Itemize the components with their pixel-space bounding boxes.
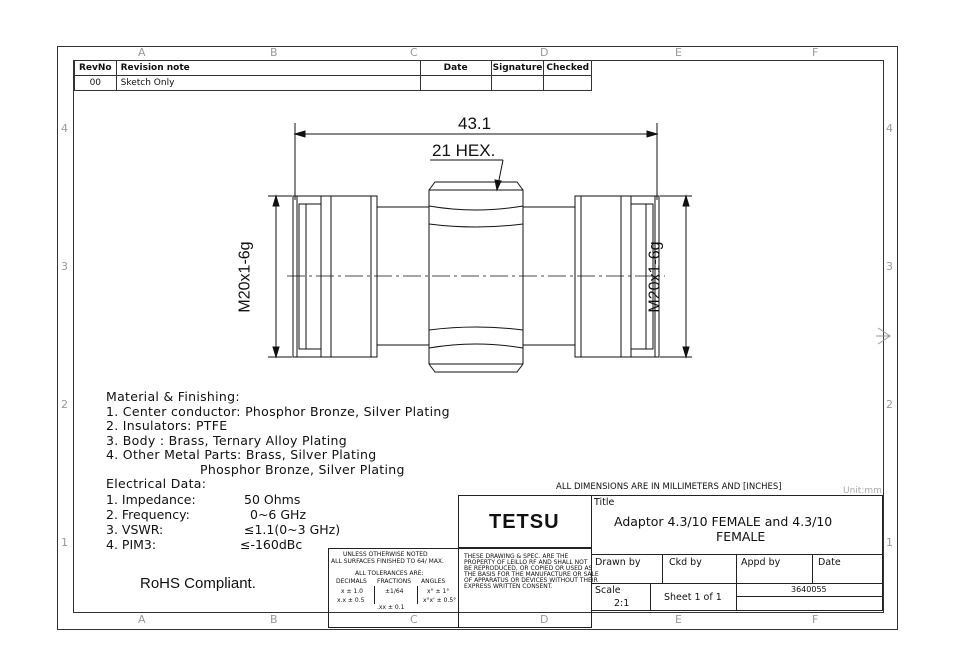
- material-line-1: 1. Center conductor: Phosphor Bronze, Si…: [106, 403, 450, 419]
- part-number-blank-cell: [736, 596, 883, 611]
- scale-label: Scale: [595, 585, 621, 596]
- title-line-1: Adaptor 4.3/10 FEMALE and 4.3/10: [614, 514, 833, 529]
- part-number-cell: 3640055: [736, 583, 883, 597]
- unit-label: Unit:mm: [843, 486, 882, 496]
- ckd-by-label: Ckd by: [669, 557, 702, 568]
- grid-col-bottom-b: B: [270, 613, 278, 626]
- rev-cell-signature: [490, 75, 545, 91]
- electrical-label-3: 3. VSWR:: [106, 522, 164, 537]
- grid-col-bottom-d: D: [540, 613, 549, 626]
- tolerance-fractions-label: FRACTIONS: [377, 578, 412, 585]
- tolerance-divider-2: [417, 586, 418, 604]
- material-line-3: 3. Body : Brass, Ternary Alloy Plating: [106, 432, 347, 448]
- grid-row-left-3: 3: [61, 260, 68, 273]
- electrical-heading: Electrical Data:: [106, 476, 207, 491]
- electrical-label-4: 4. PIM3:: [106, 537, 157, 552]
- grid-col-top-f: F: [812, 46, 819, 59]
- grid-col-top-c: C: [410, 46, 418, 59]
- thread-left-label: M20x1-6g: [236, 241, 254, 313]
- overall-length-dimension: 43.1: [458, 114, 492, 133]
- property-note-block: THESE DRAWING & SPEC. ARE THE PROPERTY O…: [458, 548, 599, 628]
- date-label: Date: [818, 557, 841, 568]
- drawn-by-cell: Drawn by: [591, 554, 663, 584]
- grid-col-bottom-a: A: [138, 613, 146, 626]
- units-note: ALL DIMENSIONS ARE IN MILLIMETERS AND [I…: [556, 482, 782, 492]
- material-line-4: 4. Other Metal Parts: Brass, Silver Plat…: [106, 447, 377, 463]
- tolerance-angle-2: x°x' ± 0.5°: [423, 597, 457, 604]
- grid-col-top-b: B: [270, 46, 278, 59]
- electrical-value-4: ≤-160dBc: [240, 537, 303, 552]
- electrical-label-1: 1. Impedance:: [106, 492, 196, 507]
- property-note-line-2: PROPERTY OF LEILLO RF AND SHALL NOT: [464, 559, 588, 566]
- outer-frame: [57, 46, 898, 630]
- tolerance-fraction-1: ±1/64: [385, 588, 404, 595]
- title-block: Title Adaptor 4.3/10 FEMALE and 4.3/10 F…: [591, 495, 883, 555]
- tolerance-line-2: ALL SURFACES FINISHED TO 64/ MAX.: [331, 558, 444, 565]
- property-note-line-6: EXPRESS WRITTEN CONSENT.: [464, 583, 553, 590]
- thread-right-label: M20x1-6g: [646, 241, 664, 313]
- scale-cell: Scale 2:1: [591, 583, 651, 611]
- electrical-value-1: 50 Ohms: [244, 492, 301, 507]
- electrical-value-3: ≤1.1(0~3 GHz): [244, 522, 341, 537]
- rev-cell-date: [419, 75, 492, 91]
- rev-cell-note: Sketch Only: [115, 75, 421, 91]
- tolerance-decimals-label: DECIMALS: [336, 578, 367, 585]
- grid-col-bottom-f: F: [812, 613, 819, 626]
- date-cell: Date: [812, 554, 883, 584]
- material-line-2: 2. Insulators: PTFE: [106, 418, 228, 434]
- grid-col-top-a: A: [138, 46, 146, 59]
- property-note-line-1: THESE DRAWING & SPEC. ARE THE: [464, 553, 569, 560]
- title-label: Title: [594, 497, 615, 508]
- grid-row-right-3: 3: [886, 260, 893, 273]
- ckd-by-cell: Ckd by: [662, 554, 737, 584]
- material-line-5: Phosphor Bronze, Silver Plating: [106, 461, 405, 477]
- title-line-2: FEMALE: [716, 529, 766, 544]
- company-name: TETSU: [489, 511, 560, 533]
- revision-table: RevNo Revision note Date Signature Check…: [74, 60, 593, 91]
- electrical-label-2: 2. Frequency:: [106, 507, 190, 522]
- grid-row-right-4: 4: [886, 122, 893, 135]
- sheet-number: Sheet 1 of 1: [664, 592, 722, 603]
- appd-by-cell: Appd by: [736, 554, 813, 584]
- grid-row-left-4: 4: [61, 122, 68, 135]
- hex-size-label: 21 HEX.: [432, 141, 496, 160]
- material-heading: Material & Finishing:: [106, 389, 240, 404]
- tolerance-angles-label: ANGLES: [421, 578, 446, 585]
- tolerance-line-3: ALL TOLERANCES ARE:: [355, 570, 424, 577]
- tolerance-angle-1: x° ± 1°: [427, 588, 450, 595]
- grid-row-right-1: 1: [886, 536, 893, 549]
- rohs-note: RoHS Compliant.: [140, 575, 256, 592]
- scale-value: 2:1: [614, 598, 630, 609]
- grid-col-top-e: E: [675, 46, 682, 59]
- tolerance-decimal-1: x ± 1.0: [341, 588, 363, 595]
- company-block: TETSU: [458, 495, 592, 548]
- property-note-line-5: OF APPARATUS OR DEVICES WITHOUT THEIR: [464, 577, 598, 584]
- electrical-value-2: 0~6 GHz: [250, 507, 306, 522]
- electrical-notes: Electrical Data:: [106, 476, 207, 492]
- grid-col-bottom-c: C: [410, 613, 418, 626]
- property-note-line-4: THE BASIS FOR THE MANUFACTURE OR SALE: [464, 571, 599, 578]
- material-notes: Material & Finishing: 1. Center conducto…: [106, 389, 450, 478]
- grid-col-bottom-e: E: [675, 613, 682, 626]
- tolerance-divider-1: [374, 586, 375, 604]
- tolerance-line-1: UNLESS OTHERWISE NOTED: [343, 551, 428, 558]
- appd-by-label: Appd by: [741, 557, 781, 568]
- part-number: 3640055: [791, 585, 827, 594]
- tolerance-decimal-2: x.x ± 0.5: [337, 597, 365, 604]
- property-note-line-3: BE REPRODUCED, OR COPIED OR USED AS: [464, 565, 593, 572]
- grid-col-top-d: D: [540, 46, 549, 59]
- grid-row-left-2: 2: [61, 398, 68, 411]
- tolerance-block: UNLESS OTHERWISE NOTED ALL SURFACES FINI…: [328, 548, 459, 628]
- tolerance-decimal-3: .xx ± 0.1: [377, 604, 405, 611]
- sheet-cell: Sheet 1 of 1: [650, 583, 737, 611]
- grid-row-left-1: 1: [61, 536, 68, 549]
- drawn-by-label: Drawn by: [595, 557, 641, 568]
- rev-cell-checked: [543, 75, 593, 91]
- grid-row-right-2: 2: [886, 398, 893, 411]
